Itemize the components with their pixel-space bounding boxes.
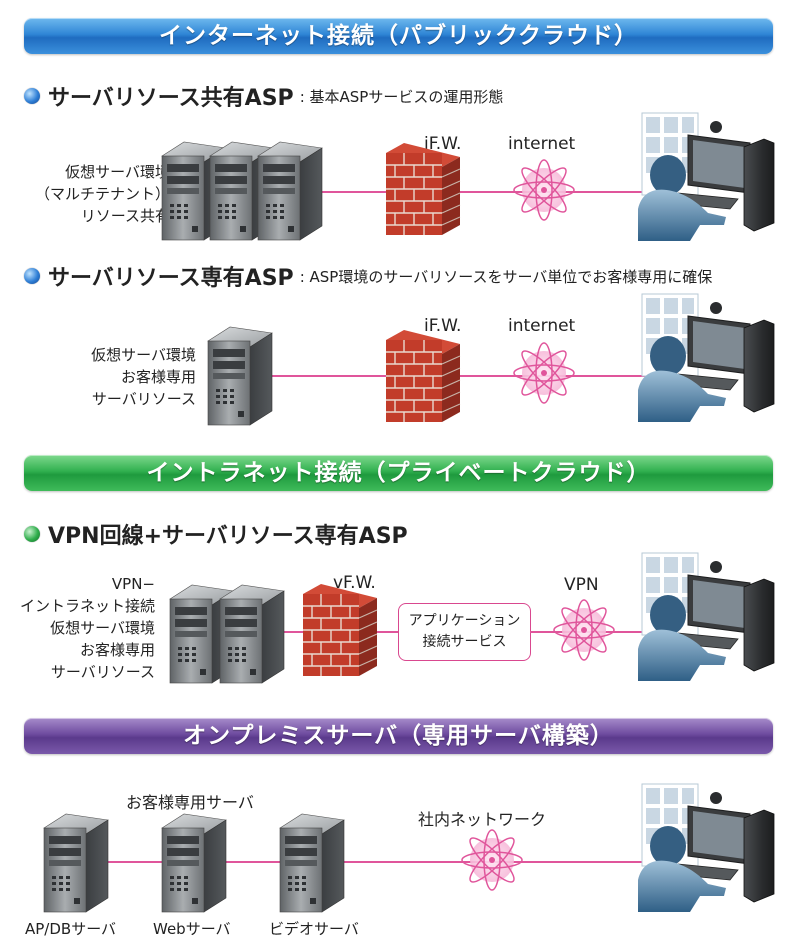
banner-intranet-connection: イントラネット接続（プライベートクラウド） [24, 455, 773, 491]
server-icon [161, 813, 227, 913]
server-label-apdb: AP/DBサーバ [25, 920, 117, 938]
dedicated-description: 仮想サーバ環境 お客様専用 サーバリソース [91, 346, 196, 408]
server-icon [279, 813, 345, 913]
server-icon [257, 141, 323, 241]
firewall-label: iF.W. [424, 134, 462, 154]
firewall-brick-icon [385, 142, 461, 236]
section-subtitle: : ASP環境のサーバリソースをサーバ単位でお客様専用に確保 [299, 267, 713, 286]
section-title: VPN回線+サーバリソース専有ASP [48, 524, 408, 549]
section-vpn-asp: VPN回線+サーバリソース専有ASP [24, 520, 408, 549]
network-star-icon [513, 342, 575, 404]
banner-onpremise-server: オンプレミスサーバ（専用サーバ構築） [24, 718, 773, 754]
banner-internet-connection: インターネット接続（パブリッククラウド） [24, 18, 773, 54]
bullet-icon [24, 88, 40, 104]
user-workstation-icon [637, 112, 775, 242]
application-connection-service-box: アプリケーション 接続サービス [398, 603, 531, 661]
shared-description: 仮想サーバ環境 （マルチテナント） リソース共有 [34, 163, 170, 225]
firewall-brick-icon [385, 329, 461, 423]
section-dedicated-asp: サーバリソース専有ASP : ASP環境のサーバリソースをサーバ単位でお客様専用… [24, 262, 713, 291]
user-workstation-icon [637, 783, 775, 913]
bullet-icon [24, 268, 40, 284]
firewall-brick-icon [302, 583, 378, 677]
section-title: サーバリソース専有ASP [48, 266, 294, 291]
server-icon [43, 813, 109, 913]
network-star-icon [513, 159, 575, 221]
user-workstation-icon [637, 552, 775, 682]
network-star-icon [553, 599, 615, 661]
firewall-label: vF.W. [333, 573, 376, 593]
customer-servers-label: お客様専用サーバ [126, 793, 254, 812]
section-title: サーバリソース共有ASP [48, 86, 294, 111]
bullet-icon [24, 526, 40, 542]
user-workstation-icon [637, 293, 775, 423]
section-subtitle: : 基本ASPサービスの運用形態 [299, 87, 504, 106]
vpn-description: VPN− イントラネット接続 仮想サーバ環境 お客様専用 サーバリソース [19, 575, 155, 681]
firewall-label: iF.W. [424, 316, 462, 336]
server-label-video: ビデオサーバ [269, 920, 359, 938]
server-icon [219, 584, 285, 684]
section-shared-asp: サーバリソース共有ASP : 基本ASPサービスの運用形態 [24, 82, 504, 111]
server-icon [207, 326, 273, 426]
network-label: internet [508, 316, 576, 336]
network-label: internet [508, 134, 576, 154]
network-label: VPN [564, 575, 599, 595]
network-star-icon [461, 829, 523, 891]
server-label-web: Webサーバ [153, 920, 231, 938]
network-label: 社内ネットワーク [418, 810, 547, 829]
